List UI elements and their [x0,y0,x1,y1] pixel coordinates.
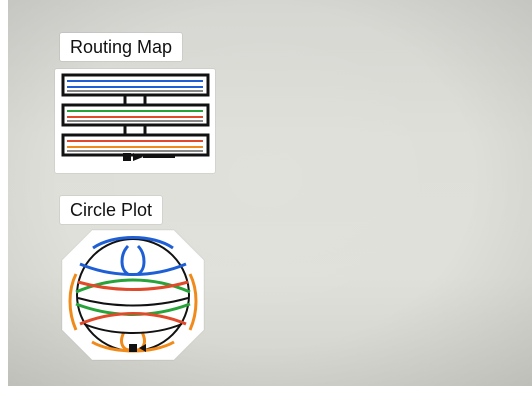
circle-plot-drawing [61,229,205,361]
red-arc-2 [79,312,187,326]
circle-plot-label: Circle Plot [60,196,163,224]
route-row-3-outline [61,133,210,157]
black-arc-mid [77,297,189,307]
route-row-1-outline [61,73,210,97]
circle-plot-card [58,226,208,364]
routing-map-drawing [61,73,210,161]
blue-loop-left [120,244,130,276]
photo-left-border [0,0,8,394]
left-arrow-icon [133,153,143,161]
photo-bottom-border [0,386,532,394]
route-row-2-outline [61,103,210,127]
green-arc-1 [75,278,191,294]
routing-map-card [55,69,215,173]
orange-loop-left [120,331,131,352]
bottom-node-icon [129,344,137,352]
routing-map-label: Routing Map [60,33,183,61]
orange-side-right [188,273,198,331]
octagon-card [61,229,205,361]
black-arc-low [83,323,183,334]
red-arc-1 [77,280,189,291]
blue-arc-mid [79,262,187,276]
blue-loop-right [136,244,146,276]
orange-side-left [68,273,78,331]
blue-arc-top [92,236,174,250]
square-node-icon [123,153,131,161]
bottom-arrow-icon [139,344,146,352]
